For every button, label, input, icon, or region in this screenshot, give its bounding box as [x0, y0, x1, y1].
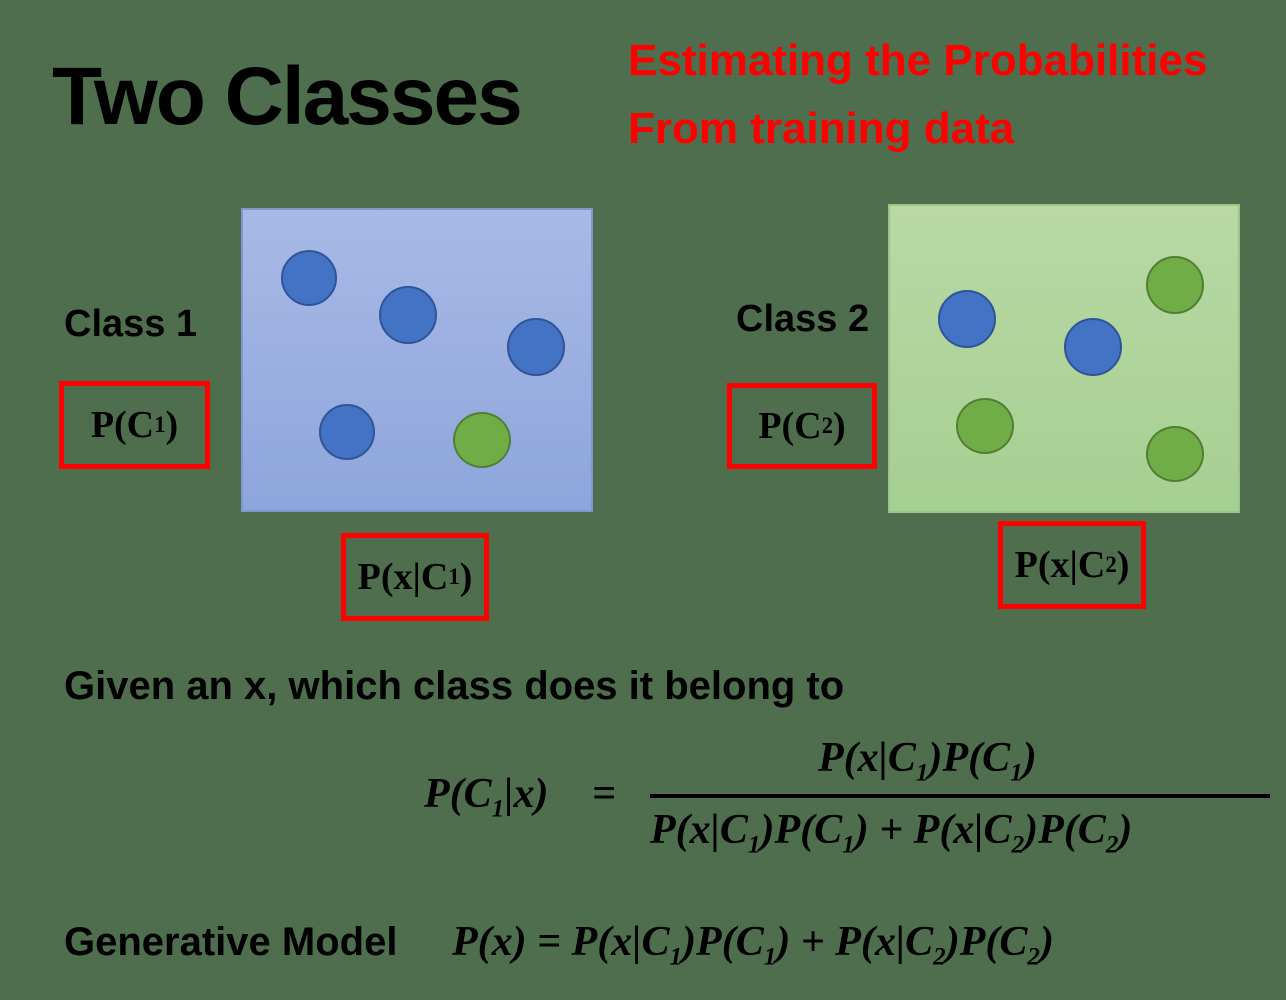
den-e: )	[1118, 807, 1133, 853]
class2-point	[956, 398, 1014, 454]
class2-point	[1146, 256, 1204, 314]
class2-prior-end: )	[833, 405, 846, 447]
class1-likelihood-sub: 1	[448, 564, 460, 589]
num-a: P(x|C	[818, 735, 916, 781]
bayes-lhs-sub: 1	[491, 795, 505, 823]
class2-point	[938, 290, 996, 348]
class1-prior-sub: 1	[154, 412, 166, 437]
den-b: )P(C	[760, 807, 843, 853]
den-c: ) + P(x|C	[854, 807, 1012, 853]
den-a: P(x|C	[650, 807, 748, 853]
class1-label: Class 1	[64, 303, 198, 345]
class1-likelihood-text: P(x|C	[357, 556, 449, 598]
den-d: )P(C	[1024, 807, 1106, 853]
gen-s1: 1	[669, 943, 683, 971]
class2-point	[1146, 426, 1204, 482]
class1-panel	[241, 208, 593, 512]
gen-e: )	[1039, 919, 1054, 965]
class1-point	[319, 404, 375, 460]
gen-s3: 2	[933, 943, 946, 971]
num-b: )P(C	[928, 735, 1011, 781]
class1-prior-end: )	[165, 404, 179, 446]
num-c: )	[1022, 735, 1037, 781]
bayes-lhs: P(C1|x)	[424, 770, 549, 823]
class2-label: Class 2	[736, 298, 870, 340]
gen-s2: 1	[763, 943, 777, 971]
fraction-bar	[650, 794, 1270, 798]
class2-point	[1064, 318, 1122, 376]
gen-b: )P(C	[682, 919, 764, 965]
class1-point	[507, 318, 565, 376]
gen-c: ) + P(x|C	[776, 919, 934, 965]
class2-prior-text: P(C	[758, 405, 822, 447]
subtitle-line-2: From training data	[628, 104, 1015, 153]
gen-s4: 2	[1027, 943, 1040, 971]
bayes-numerator: P(x|C1)P(C1)	[818, 734, 1037, 787]
class1-point	[281, 250, 337, 306]
den-s4: 2	[1105, 831, 1119, 859]
gen-d: )P(C	[945, 919, 1028, 965]
class2-panel	[888, 204, 1240, 513]
subtitle-line-1: Estimating the Probabilities	[628, 36, 1208, 85]
class2-prior-sub: 2	[821, 413, 834, 438]
slide-title: Two Classes	[52, 51, 523, 142]
bayes-lhs-b: |x)	[504, 771, 549, 817]
den-s3: 2	[1011, 831, 1025, 859]
generative-model-label: Generative Model	[64, 920, 398, 964]
class2-likelihood-sub: 2	[1105, 552, 1117, 577]
class2-likelihood-end: )	[1116, 544, 1130, 586]
class1-prior-text: P(C	[90, 404, 155, 446]
den-s1: 1	[747, 831, 761, 859]
class1-likelihood-end: )	[459, 556, 473, 598]
generative-equation: P(x) = P(x|C1)P(C1) + P(x|C2)P(C2)	[452, 918, 1054, 971]
class1-point	[379, 286, 437, 344]
bayes-denominator: P(x|C1)P(C1) + P(x|C2)P(C2)	[650, 806, 1132, 859]
num-s1: 1	[915, 759, 929, 787]
bayes-lhs-a: P(C	[424, 771, 492, 817]
question-text: Given an x, which class does it belong t…	[64, 664, 845, 708]
bayes-equals: =	[592, 771, 616, 817]
class1-point	[453, 412, 511, 468]
den-s2: 1	[842, 831, 855, 859]
gen-a: P(x) = P(x|C	[452, 919, 670, 965]
num-s2: 1	[1010, 759, 1023, 787]
class2-likelihood-text: P(x|C	[1014, 544, 1106, 586]
